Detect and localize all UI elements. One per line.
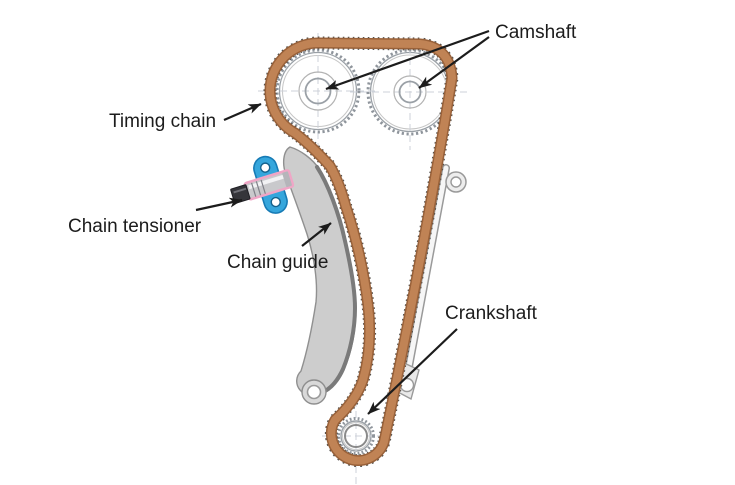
camshaft-label: Camshaft — [495, 22, 577, 43]
camshaft-arrow-left — [325, 29, 490, 91]
tensioner-bolt-hole-top — [260, 162, 271, 173]
camshaft-arrow-right — [418, 36, 490, 89]
crankshaft-label: Crankshaft — [445, 303, 537, 324]
chain-guide-blade — [282, 146, 358, 405]
timing-chain-label: Timing chain — [109, 111, 217, 132]
chain-guide-arrow — [301, 222, 332, 247]
annotation-arrows — [195, 29, 490, 415]
sprocket-hubs — [298, 71, 427, 448]
chain-guide-label: Chain guide — [227, 252, 329, 273]
timing-chain — [263, 36, 459, 468]
chain-tensioner-arrow — [195, 197, 243, 212]
chain-tensioner — [230, 155, 295, 214]
tensioner-bolt-hole-bottom — [270, 196, 281, 208]
crankshaft-arrow — [367, 328, 458, 415]
timing-chain-arrow — [223, 102, 262, 122]
chain-tensioner-label: Chain tensioner — [68, 216, 202, 237]
